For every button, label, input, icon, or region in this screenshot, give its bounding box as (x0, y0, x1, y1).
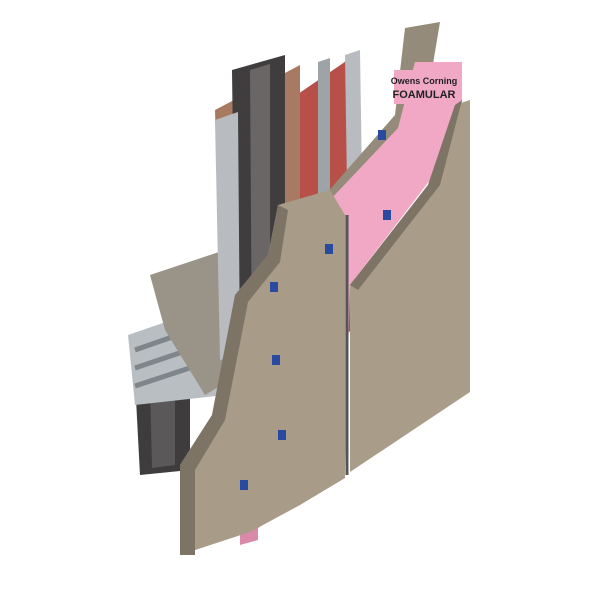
stone-panel-right (350, 100, 470, 472)
foamular-print: FOAMULAR (393, 89, 456, 101)
metal-studs (215, 50, 362, 360)
stone-panel-lower (180, 190, 345, 555)
foam-print-area (394, 70, 454, 104)
panel-clips (240, 130, 391, 490)
owens-corning-logo-text: Owens Corning (391, 76, 458, 86)
